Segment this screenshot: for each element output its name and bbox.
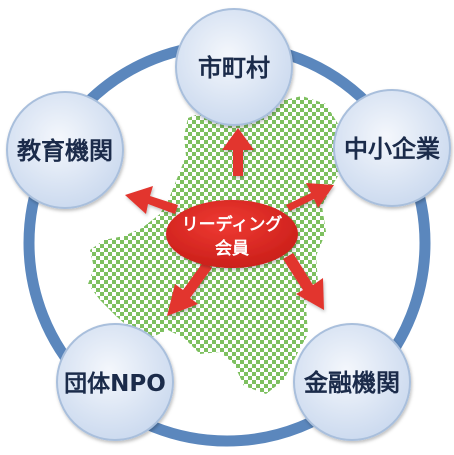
node-organization-npo[interactable]: 団体NPO: [56, 323, 174, 441]
center-label-line2: 会員: [215, 238, 249, 259]
node-municipality[interactable]: 市町村: [175, 8, 293, 126]
node-sme-circle: [333, 89, 451, 207]
node-education-label: 教育機関: [17, 137, 113, 165]
arrow-to-sme: [286, 183, 334, 211]
node-education-circle: [6, 91, 124, 209]
node-municipality-circle: [175, 8, 293, 126]
arrow-to-finance: [283, 253, 324, 310]
node-municipality-label: 市町村: [198, 54, 270, 82]
arrow-to-education: [125, 186, 178, 214]
node-organization-npo-label: 団体NPO: [64, 371, 166, 397]
node-sme-label: 中小企業: [344, 135, 440, 163]
arrow-to-municipality: [222, 128, 254, 176]
arrow-to-organization: [167, 261, 212, 316]
node-organization-npo-circle: [56, 323, 174, 441]
node-sme[interactable]: 中小企業: [333, 89, 451, 207]
arrows: [125, 128, 334, 316]
center-ellipse: [166, 200, 298, 268]
center-node[interactable]: リーディング 会員: [166, 200, 298, 268]
node-education[interactable]: 教育機関: [6, 91, 124, 209]
node-finance[interactable]: 金融機関: [293, 323, 411, 441]
node-finance-circle: [293, 323, 411, 441]
node-finance-label: 金融機関: [303, 369, 400, 397]
center-label-line1: リーディング: [182, 214, 283, 235]
